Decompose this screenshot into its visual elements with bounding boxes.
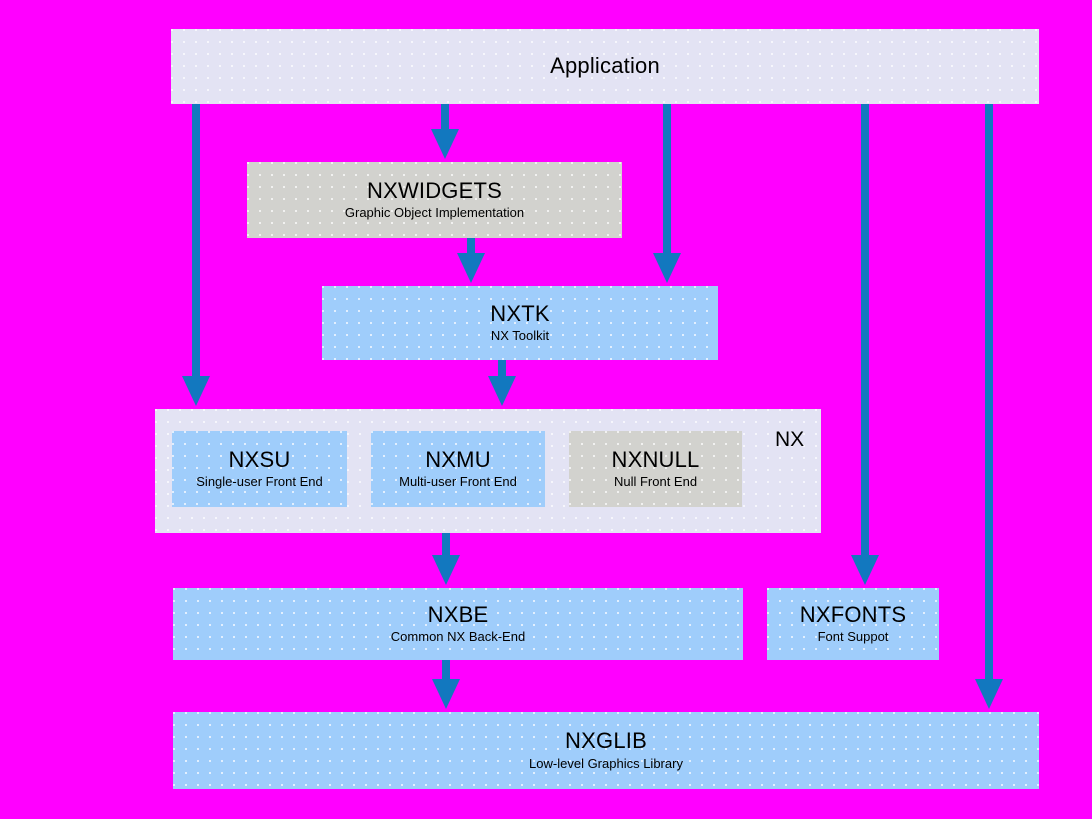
arrow-application-to-nxtk (653, 104, 681, 283)
node-title: NXNULL (611, 446, 700, 472)
node-subtitle: Low-level Graphics Library (529, 755, 683, 771)
node-application: Application (171, 29, 1039, 104)
arrow-application-to-nxwidgets (431, 104, 459, 159)
node-title: NXTK (490, 300, 550, 326)
arrow-nxbe-to-nxglib (432, 660, 460, 709)
node-subtitle: Null Front End (613, 474, 698, 490)
node-title: NXMU (425, 446, 491, 472)
arrow-application-to-nx (182, 104, 210, 406)
arrow-nxtk-to-nx (488, 360, 516, 406)
node-subtitle: Single-user Front End (196, 474, 323, 490)
node-title: Application (550, 53, 660, 79)
node-nxmu: NXMU Multi-user Front End (371, 431, 545, 507)
nx-group-label: NX (775, 428, 805, 451)
node-subtitle: Common NX Back-End (390, 629, 526, 645)
arrow-application-to-nxfonts (851, 104, 879, 585)
node-nxsu: NXSU Single-user Front End (172, 431, 347, 507)
node-subtitle: Multi-user Front End (399, 474, 517, 490)
node-nxfonts: NXFONTS Font Suppot (767, 588, 939, 660)
node-subtitle: Graphic Object Implementation (344, 205, 525, 221)
arrow-nx-to-nxbe (432, 533, 460, 585)
node-title: NXBE (427, 601, 489, 627)
node-title: NXGLIB (565, 728, 647, 754)
node-subtitle: Font Suppot (817, 629, 889, 645)
node-nxwidgets: NXWIDGETS Graphic Object Implementation (247, 162, 622, 238)
node-title: NXWIDGETS (366, 177, 503, 203)
node-title: NXSU (228, 446, 291, 472)
node-nxnull: NXNULL Null Front End (569, 431, 742, 507)
node-nxtk: NXTK NX Toolkit (322, 286, 718, 360)
arrow-nxwidgets-to-nxtk (457, 238, 485, 283)
arrow-application-to-nxglib (975, 104, 1003, 709)
node-title: NXFONTS (799, 601, 907, 627)
node-nxbe: NXBE Common NX Back-End (173, 588, 743, 660)
node-subtitle: NX Toolkit (490, 328, 550, 344)
